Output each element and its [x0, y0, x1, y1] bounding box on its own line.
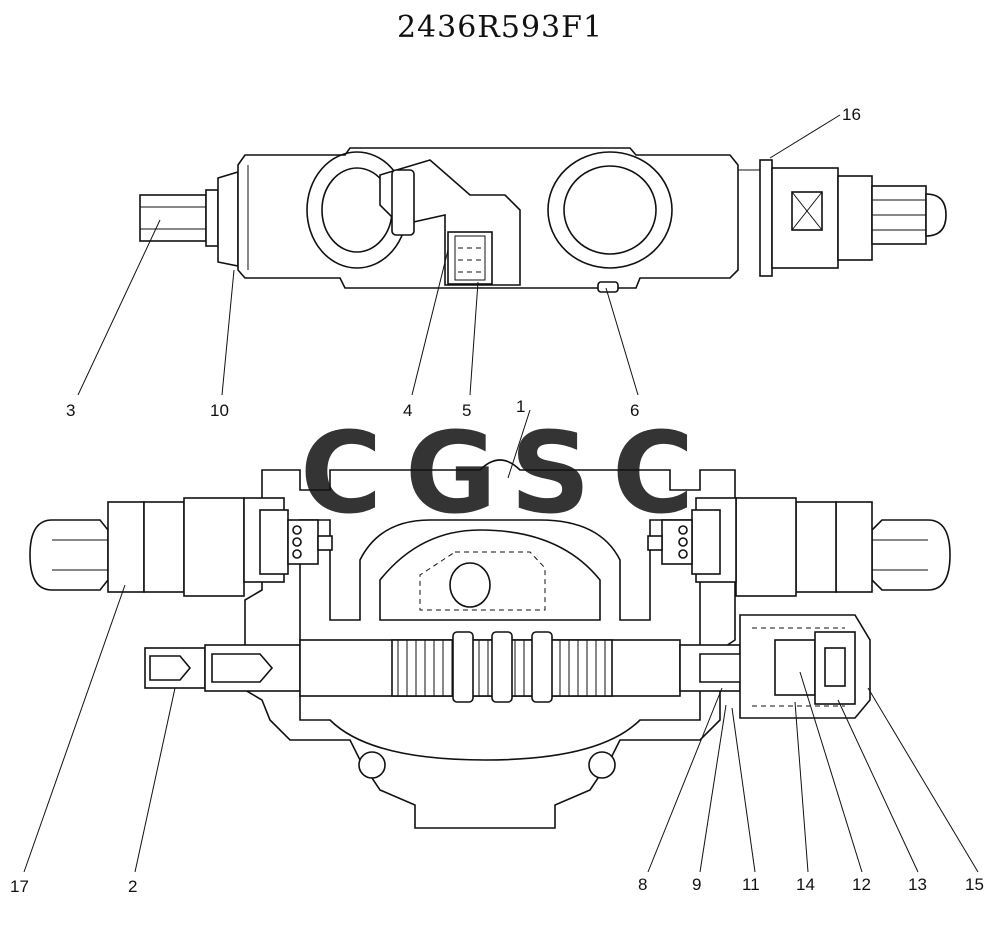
callout-5: 5: [462, 401, 471, 420]
left-relief-cap: [29, 519, 109, 591]
callout-12: 12: [852, 875, 871, 894]
callout-6: 6: [630, 401, 639, 420]
callout-9: 9: [692, 875, 701, 894]
top-view: [139, 147, 947, 293]
callout-14: 14: [796, 875, 815, 894]
watermark-letter: C: [300, 409, 382, 539]
callout-10: 10: [210, 401, 229, 420]
callout-11: 11: [742, 875, 760, 894]
watermark-letter: C: [612, 409, 694, 539]
leader-lines: [23, 114, 979, 873]
callout-13: 13: [908, 875, 927, 894]
callout-3: 3: [66, 401, 75, 420]
callout-15: 15: [965, 875, 984, 894]
right-relief-cap: [871, 519, 951, 591]
callout-16: 16: [842, 105, 861, 124]
top-left-hex-plug: [139, 194, 207, 242]
watermark-letter: G: [405, 409, 497, 539]
part-number-title: 2436R593F1: [396, 10, 604, 45]
callout-4: 4: [403, 401, 412, 420]
callout-2: 2: [128, 877, 137, 896]
watermark-letter: S: [510, 409, 591, 539]
callout-labels: 16 3 10 4 5 1 6 17 2 8 9 11 14 12 13 15: [10, 105, 984, 896]
callout-17: 17: [10, 877, 29, 896]
callout-8: 8: [638, 875, 647, 894]
callout-1: 1: [516, 397, 525, 416]
bottom-view: [29, 459, 951, 829]
